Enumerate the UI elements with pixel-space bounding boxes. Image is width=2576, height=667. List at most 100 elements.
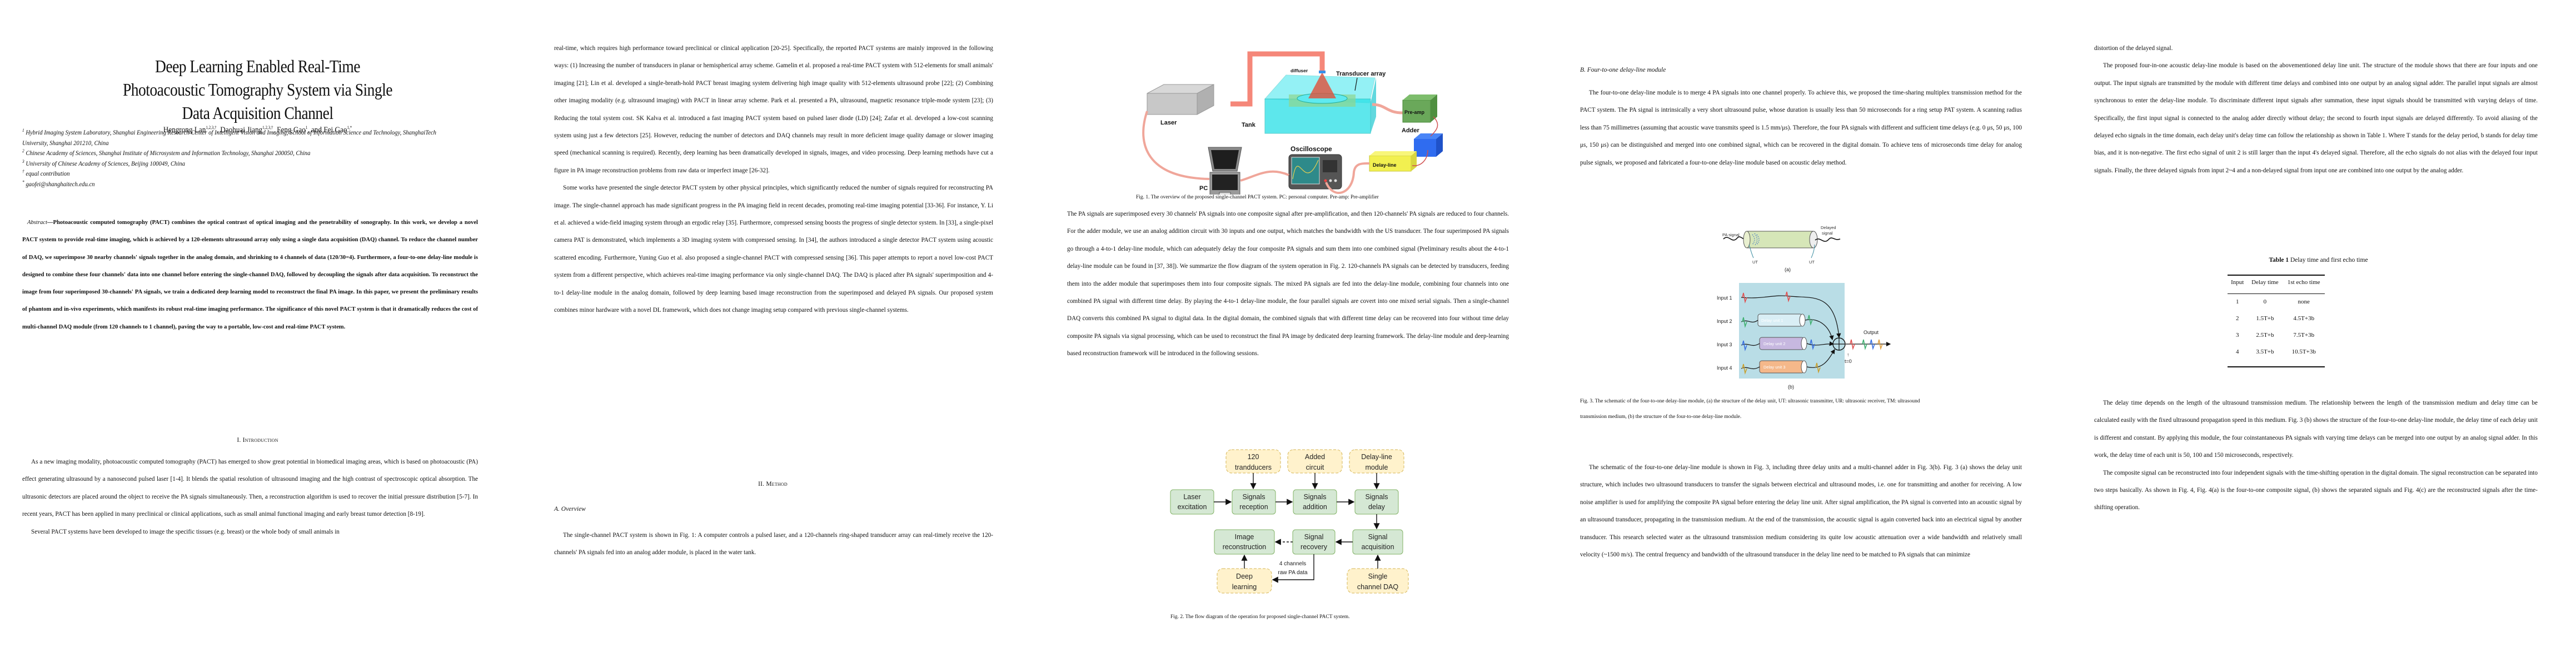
fig1-label-diffuser: diffuser <box>1291 68 1308 73</box>
page-4: B. Four-to-one delay-line module The fou… <box>1546 0 2061 667</box>
delayed-signal-wave <box>1815 237 1841 242</box>
caption-line: Fig. 3. The schematic of the four-to-one… <box>1580 399 1920 404</box>
cell: 4 <box>2228 344 2248 367</box>
box-text: acquisition <box>1361 543 1394 551</box>
preamp-box <box>1402 94 1437 123</box>
box-text: Image <box>1235 533 1254 541</box>
fig2-box-signals-delay: Signals delay <box>1354 489 1399 515</box>
box-text: Signals <box>1243 493 1265 501</box>
label-ut-left: UT <box>1752 260 1758 265</box>
laser-box <box>1147 84 1214 115</box>
cable <box>1325 162 1370 194</box>
delay-unit-2: Delay unit 2 <box>1759 337 1807 350</box>
label-pa-signal: PA signal <box>1722 232 1740 237</box>
paragraph: The schematic of the four-to-one delay-l… <box>1580 464 2022 559</box>
sep: , and <box>307 126 324 135</box>
cable <box>1372 103 1403 115</box>
paragraph: distortion of the delayed signal. <box>2094 45 2173 52</box>
delay-unit-3-label: Delay unit 3 <box>1763 365 1786 370</box>
fig2-box-signal-recovery: Signal recovery <box>1292 529 1336 555</box>
table-label: Table 1 <box>2269 257 2289 263</box>
box-text: Single <box>1368 573 1388 580</box>
author-name: Daohuai Jiang <box>220 126 263 135</box>
affil-sup: † <box>22 169 24 175</box>
intro-column: As a new imaging modality, photoacoustic… <box>22 454 478 541</box>
pointer <box>1811 244 1815 258</box>
col-header-input: Input <box>2228 275 2248 294</box>
fig2-box-laser-excitation: Laser excitation <box>1170 489 1214 515</box>
author-name: Feng Gao <box>277 126 306 135</box>
page5-column-a: distortion of the delayed signal. The pr… <box>2094 40 2538 180</box>
affil-sup: 1 <box>22 128 24 133</box>
box-text: reconstruction <box>1223 543 1267 551</box>
author-sup: 1,* <box>347 125 352 130</box>
figure-1-system-overview: Laser diffuser Transducer array Tank <box>1142 51 1443 195</box>
paragraph: Several PACT systems have been developed… <box>31 528 340 535</box>
paragraph: Some works have presented the single det… <box>554 185 993 314</box>
affiliation-3: University of Chinese Academy of Science… <box>26 160 185 167</box>
box-text: Deep <box>1236 573 1253 580</box>
cell: 3 <box>2235 332 2239 339</box>
cable <box>1240 170 1289 182</box>
fig2-box-transducers: 120 trandducers <box>1225 449 1281 474</box>
label-input-4: Input 4 <box>1717 365 1732 371</box>
box-text: module <box>1366 464 1388 471</box>
caption-line: transmission medium, (b) the structure o… <box>1580 414 1742 420</box>
abstract-text: —Photoacoustic computed tomography (PACT… <box>22 220 478 330</box>
cell: 2.5T+b <box>2256 332 2274 339</box>
laser-beam <box>1230 51 1325 107</box>
fig1-label-oscilloscope: Oscilloscope <box>1291 145 1332 153</box>
figure-2-flow-diagram: 120 trandducers Added circuit Delay-line… <box>1170 449 1409 594</box>
box-text: Delay-line <box>1361 453 1392 461</box>
corresponding-email: gaofei@shanghaitech.edu.cn <box>26 180 95 188</box>
delay-unit-1: Delay unit 1 <box>1757 313 1806 327</box>
equal-contribution-note: equal contribution <box>26 170 70 177</box>
box-text: 120 <box>1248 453 1259 461</box>
cell: 7.5T+3b <box>2293 332 2315 339</box>
fig2-arrows <box>1214 473 1381 583</box>
table-title-text: Delay time and first echo time <box>2289 257 2368 263</box>
label-input-3: Input 3 <box>1717 342 1732 347</box>
abstract: Abstract—Photoacoustic computed tomograp… <box>22 214 478 336</box>
page3-column: The PA signals are superimposed every 30… <box>1067 206 1509 363</box>
cable <box>1430 116 1438 137</box>
delay-unit-3: Delay unit 3 <box>1759 360 1807 374</box>
page-3: Laser diffuser Transducer array Tank <box>1030 0 1546 667</box>
col-header-delay-time: Delay time <box>2247 275 2283 294</box>
delay-unit-cylinder <box>1746 231 1814 248</box>
water-tank <box>1264 74 1376 134</box>
label-input-1: Input 1 <box>1717 295 1732 301</box>
affiliations: 1 Hybrid Imaging System Laboratory, Shan… <box>22 128 452 190</box>
table-row: 1 0 none <box>2228 294 2325 311</box>
fig2-box-added-circuit: Added circuit <box>1287 449 1343 474</box>
affil-sup: 2 <box>22 148 24 154</box>
box-text: learning <box>1232 583 1257 591</box>
fig2-box-delay-line-module: Delay-line module <box>1349 449 1404 474</box>
paragraph: The delay time depends on the length of … <box>2094 400 2538 459</box>
figure-3-caption: Fig. 3. The schematic of the four-to-one… <box>1580 394 2025 425</box>
box-text: addition <box>1303 503 1327 511</box>
cell: 3.5T+b <box>2247 344 2283 367</box>
arrow <box>1354 77 1358 91</box>
fig1-label-pc: PC <box>1199 185 1208 192</box>
diffuser-icon <box>1319 71 1326 73</box>
paragraph: The composite signal can be reconstructe… <box>2094 469 2538 511</box>
title-line: Deep Learning Enabled Real-Time <box>155 56 360 76</box>
label-delayed: Delayed <box>1821 225 1836 230</box>
fig2-box-deep-learning: Deep learning <box>1217 568 1272 594</box>
fig2-box-signals-addition: Signals addition <box>1293 489 1337 515</box>
delay-unit-2-label: Delay unit 2 <box>1763 341 1786 346</box>
table-1-delay-times: Input Delay time 1st echo time 1 0 none … <box>2228 275 2325 367</box>
fig1-label-adder: Adder <box>1402 127 1420 134</box>
label-signal: signal <box>1822 231 1833 236</box>
figure-2-caption: Fig. 2. The flow diagram of the operatio… <box>1170 614 1350 620</box>
cell: 1 <box>2235 298 2239 305</box>
title-line: Data Acquisition Channel <box>182 103 333 123</box>
subsection-heading-delay-line: B. Four-to-one delay-line module <box>1580 67 1666 73</box>
box-text: Laser <box>1183 493 1200 501</box>
signal-pulses <box>1742 291 1883 375</box>
paragraph: real-time, which requires high performan… <box>554 45 993 174</box>
edge-label: 4 channels <box>1279 561 1306 567</box>
author-list: Hengrong Lan1,2,3,†, Daohuai Jiang1,2,3,… <box>31 126 485 135</box>
